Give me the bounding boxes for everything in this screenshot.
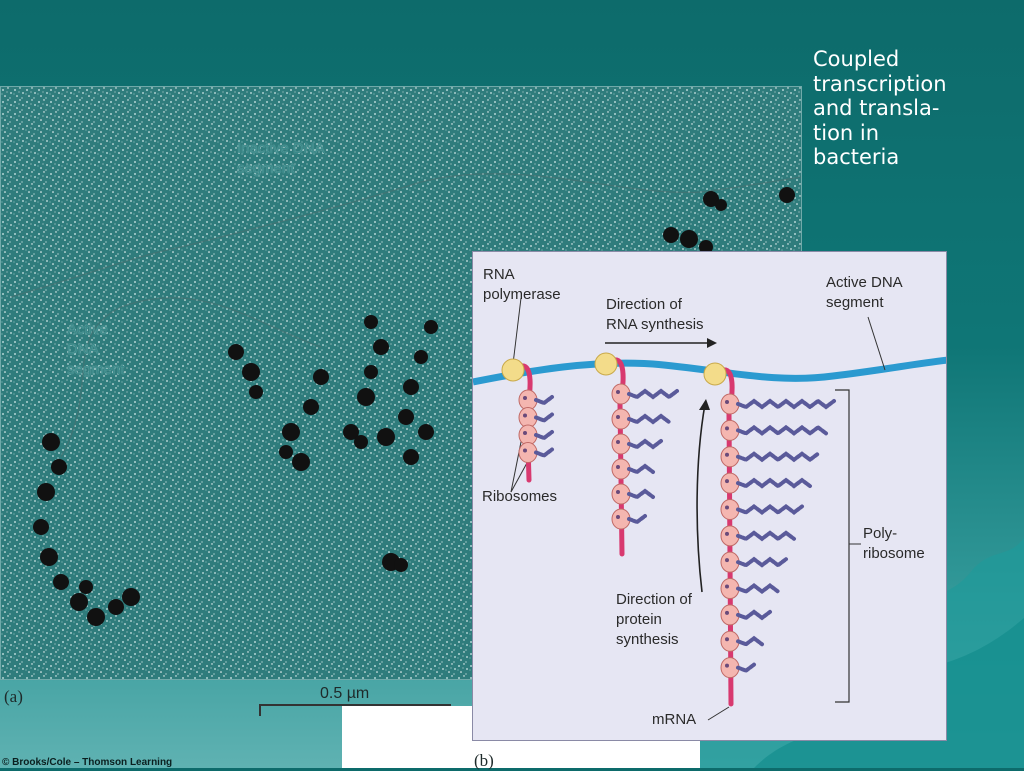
polypeptide-chain <box>736 530 796 542</box>
ribosome-site <box>725 663 729 668</box>
polypeptide-chain <box>736 424 828 436</box>
copyright-credit: © Brooks/Cole – Thomson Learning <box>2 757 173 768</box>
ribosomes-label: Ribosomes <box>482 488 558 505</box>
rna-polymerase <box>594 352 618 376</box>
rna-polymerase <box>501 358 525 382</box>
polypeptide-chain <box>627 388 679 400</box>
protein-direction-arrow <box>696 403 706 593</box>
ribosome-site <box>616 390 620 394</box>
scale-bar-label: 0.5 µm <box>320 685 370 702</box>
polypeptide-chain <box>627 438 663 450</box>
mrna-leader <box>707 706 730 721</box>
rna-direction-label: Direction of RNA synthesis <box>606 296 704 333</box>
ribosome-site <box>725 479 729 484</box>
panel-a-label: (a) <box>4 687 23 706</box>
polypeptide-chain <box>736 635 764 647</box>
ribosome-site <box>523 448 527 453</box>
polypeptide-chain <box>736 556 788 568</box>
ribosome-site <box>523 413 527 418</box>
ribosome-site <box>725 637 729 642</box>
ribosome-site <box>616 440 620 444</box>
slide-title: Coupled transcription and transla- tion … <box>813 47 947 169</box>
mrna-label: mRNA <box>652 711 697 728</box>
ribosome-site <box>725 558 729 563</box>
polypeptide-chain <box>534 395 554 406</box>
schematic-panel: RNA polymerase Direction of RNA synthesi… <box>472 251 947 741</box>
ribosome-site <box>725 426 729 431</box>
polypeptide-chain <box>736 503 804 515</box>
polypeptide-chain <box>736 451 820 463</box>
polypeptide-chain <box>627 463 655 475</box>
rna-polymerase-leader <box>512 297 522 365</box>
polypeptide-chain <box>736 609 772 621</box>
polypeptide-chain <box>534 430 554 441</box>
ribosome-site <box>725 531 729 536</box>
polyribosome-bracket <box>835 389 850 703</box>
panel-b-label: (b) <box>474 751 494 770</box>
protein-direction-arrowhead <box>699 399 710 410</box>
protein-direction-label: Direction of protein synthesis <box>616 591 692 648</box>
ribosome-site <box>725 505 729 510</box>
rna-direction-arrowhead <box>707 338 717 348</box>
active-dna-leader <box>867 316 886 371</box>
active-dna-label-a: Active DNA segment <box>67 321 125 378</box>
polypeptide-chain <box>627 514 647 525</box>
polypeptide-chain <box>736 662 756 673</box>
ribosome-site <box>725 610 729 615</box>
ribosome-site <box>725 584 729 589</box>
ribosome-site <box>523 396 527 400</box>
polypeptide-chain <box>736 477 812 489</box>
active-dna-label-b: Active DNA segment <box>826 274 903 311</box>
ribosome-site <box>616 415 620 419</box>
ribosome-site <box>616 515 620 519</box>
ribosome-site <box>616 465 620 469</box>
ribosome-site <box>523 431 527 435</box>
polypeptide-chain <box>736 583 780 595</box>
polyribosome-label: Poly- ribosome <box>863 525 925 562</box>
rna-polymerase-label: RNA polymerase <box>483 266 561 303</box>
polypeptide-chain <box>736 398 836 410</box>
polyribosome-clusters <box>33 187 795 626</box>
ribosome-site <box>616 490 620 494</box>
polypeptide-chain <box>627 488 655 500</box>
rna-polymerase <box>703 362 727 386</box>
polypeptide-chain <box>627 413 671 425</box>
polypeptide-chain <box>534 447 554 458</box>
polypeptide-chain <box>534 412 554 423</box>
ribosome-site <box>725 400 729 404</box>
ribosome-site <box>725 452 729 457</box>
schematic-diagram <box>473 297 946 721</box>
inactive-dna-label: Inactive DNA segment <box>237 140 325 177</box>
